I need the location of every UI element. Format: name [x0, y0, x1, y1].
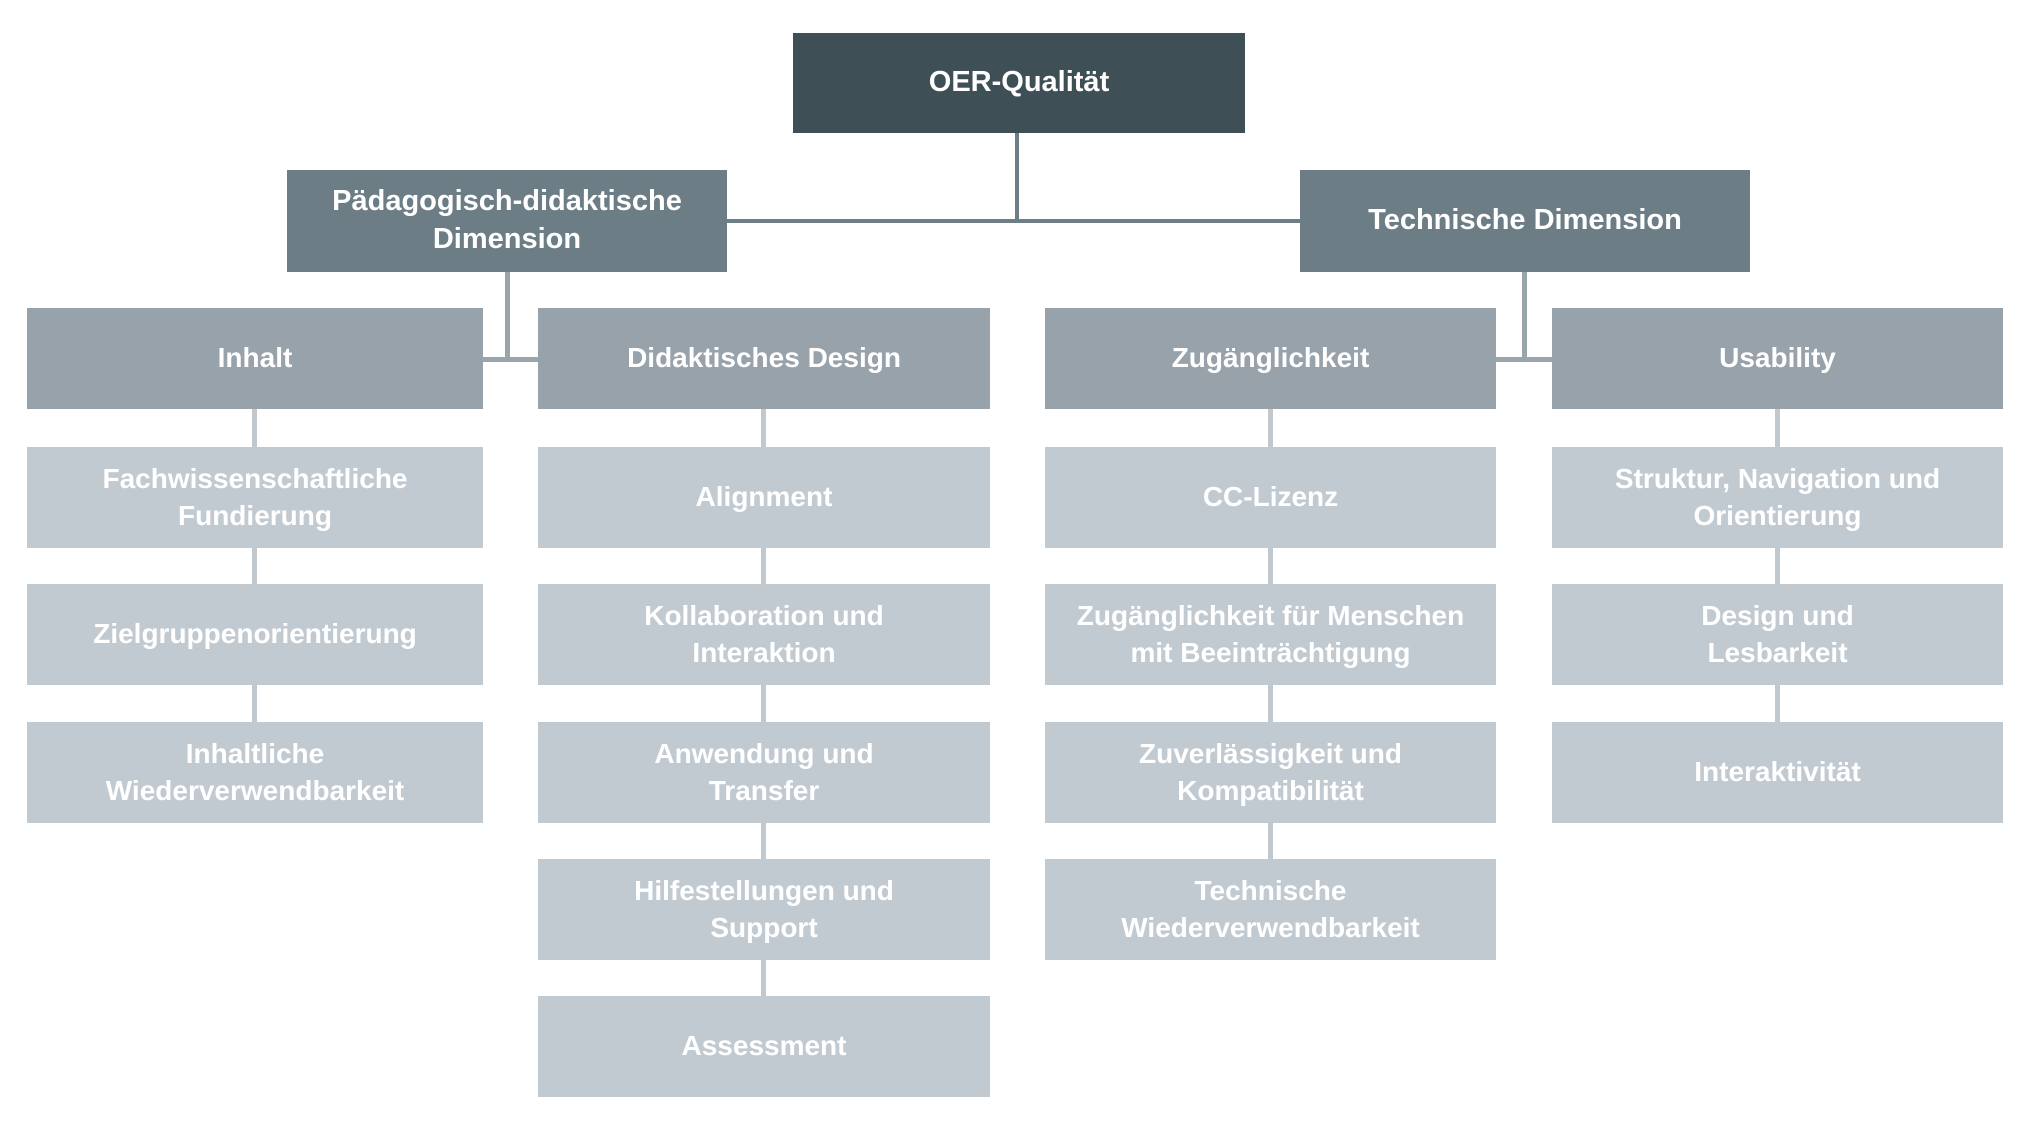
- connector-col2-seg1: [761, 409, 766, 447]
- connector-paedagogisch-vertical: [505, 271, 510, 357]
- root-node-oer-qualitaet: OER-Qualität: [793, 33, 1245, 133]
- dimension-node-technisch: Technische Dimension: [1300, 170, 1750, 272]
- connector-col3-seg2: [1268, 548, 1273, 584]
- criterion-node-assessment: Assessment: [538, 996, 990, 1097]
- criterion-node-zugaenglichkeit-beeintraechtigung: Zugänglichkeit für Menschen mit Beeinträ…: [1045, 584, 1496, 685]
- category-node-zugaenglichkeit: Zugänglichkeit: [1045, 308, 1496, 409]
- connector-col1-seg2: [252, 548, 257, 584]
- connector-col2-seg5: [761, 960, 766, 996]
- criterion-node-kollaboration-und-interaktion: Kollaboration und Interaktion: [538, 584, 990, 685]
- connector-col3-seg3: [1268, 685, 1273, 722]
- criterion-node-technische-wiederverwendbarkeit: Technische Wiederverwendbarkeit: [1045, 859, 1496, 960]
- criterion-node-cc-lizenz: CC-Lizenz: [1045, 447, 1496, 548]
- connector-col1-seg3: [252, 685, 257, 722]
- connector-col4-seg2: [1775, 548, 1780, 584]
- criterion-node-inhaltliche-wiederverwendbarkeit: Inhaltliche Wiederverwendbarkeit: [27, 722, 483, 823]
- criterion-node-alignment: Alignment: [538, 447, 990, 548]
- category-node-usability: Usability: [1552, 308, 2003, 409]
- criterion-node-interaktivitaet: Interaktivität: [1552, 722, 2003, 823]
- connector-col2-seg3: [761, 685, 766, 722]
- connector-col3-seg1: [1268, 409, 1273, 447]
- connector-col2-seg2: [761, 548, 766, 584]
- connector-col4-seg3: [1775, 685, 1780, 722]
- connector-col3-seg4: [1268, 823, 1273, 859]
- criterion-node-anwendung-und-transfer: Anwendung und Transfer: [538, 722, 990, 823]
- criterion-node-zuverlaessigkeit-und-kompatibilitaet: Zuverlässigkeit und Kompatibilität: [1045, 722, 1496, 823]
- criterion-node-hilfestellungen-und-support: Hilfestellungen und Support: [538, 859, 990, 960]
- category-node-didaktisches-design: Didaktisches Design: [538, 308, 990, 409]
- connector-technisch-horizontal: [1496, 357, 1552, 362]
- criterion-node-struktur-navigation-orientierung: Struktur, Navigation und Orientierung: [1552, 447, 2003, 548]
- dimension-node-paedagogisch-didaktisch: Pädagogisch-didaktische Dimension: [287, 170, 727, 272]
- connector-col4-seg1: [1775, 409, 1780, 447]
- criterion-node-zielgruppenorientierung: Zielgruppenorientierung: [27, 584, 483, 685]
- criterion-node-design-und-lesbarkeit: Design und Lesbarkeit: [1552, 584, 2003, 685]
- connector-paedagogisch-horizontal: [483, 357, 538, 362]
- connector-root-vertical: [1015, 133, 1019, 221]
- category-node-inhalt: Inhalt: [27, 308, 483, 409]
- criterion-node-fachwissenschaftliche-fundierung: Fachwissenschaftliche Fundierung: [27, 447, 483, 548]
- connector-col1-seg1: [252, 409, 257, 447]
- connector-root-horizontal: [727, 219, 1300, 223]
- connector-technisch-vertical: [1522, 272, 1527, 357]
- connector-col2-seg4: [761, 823, 766, 859]
